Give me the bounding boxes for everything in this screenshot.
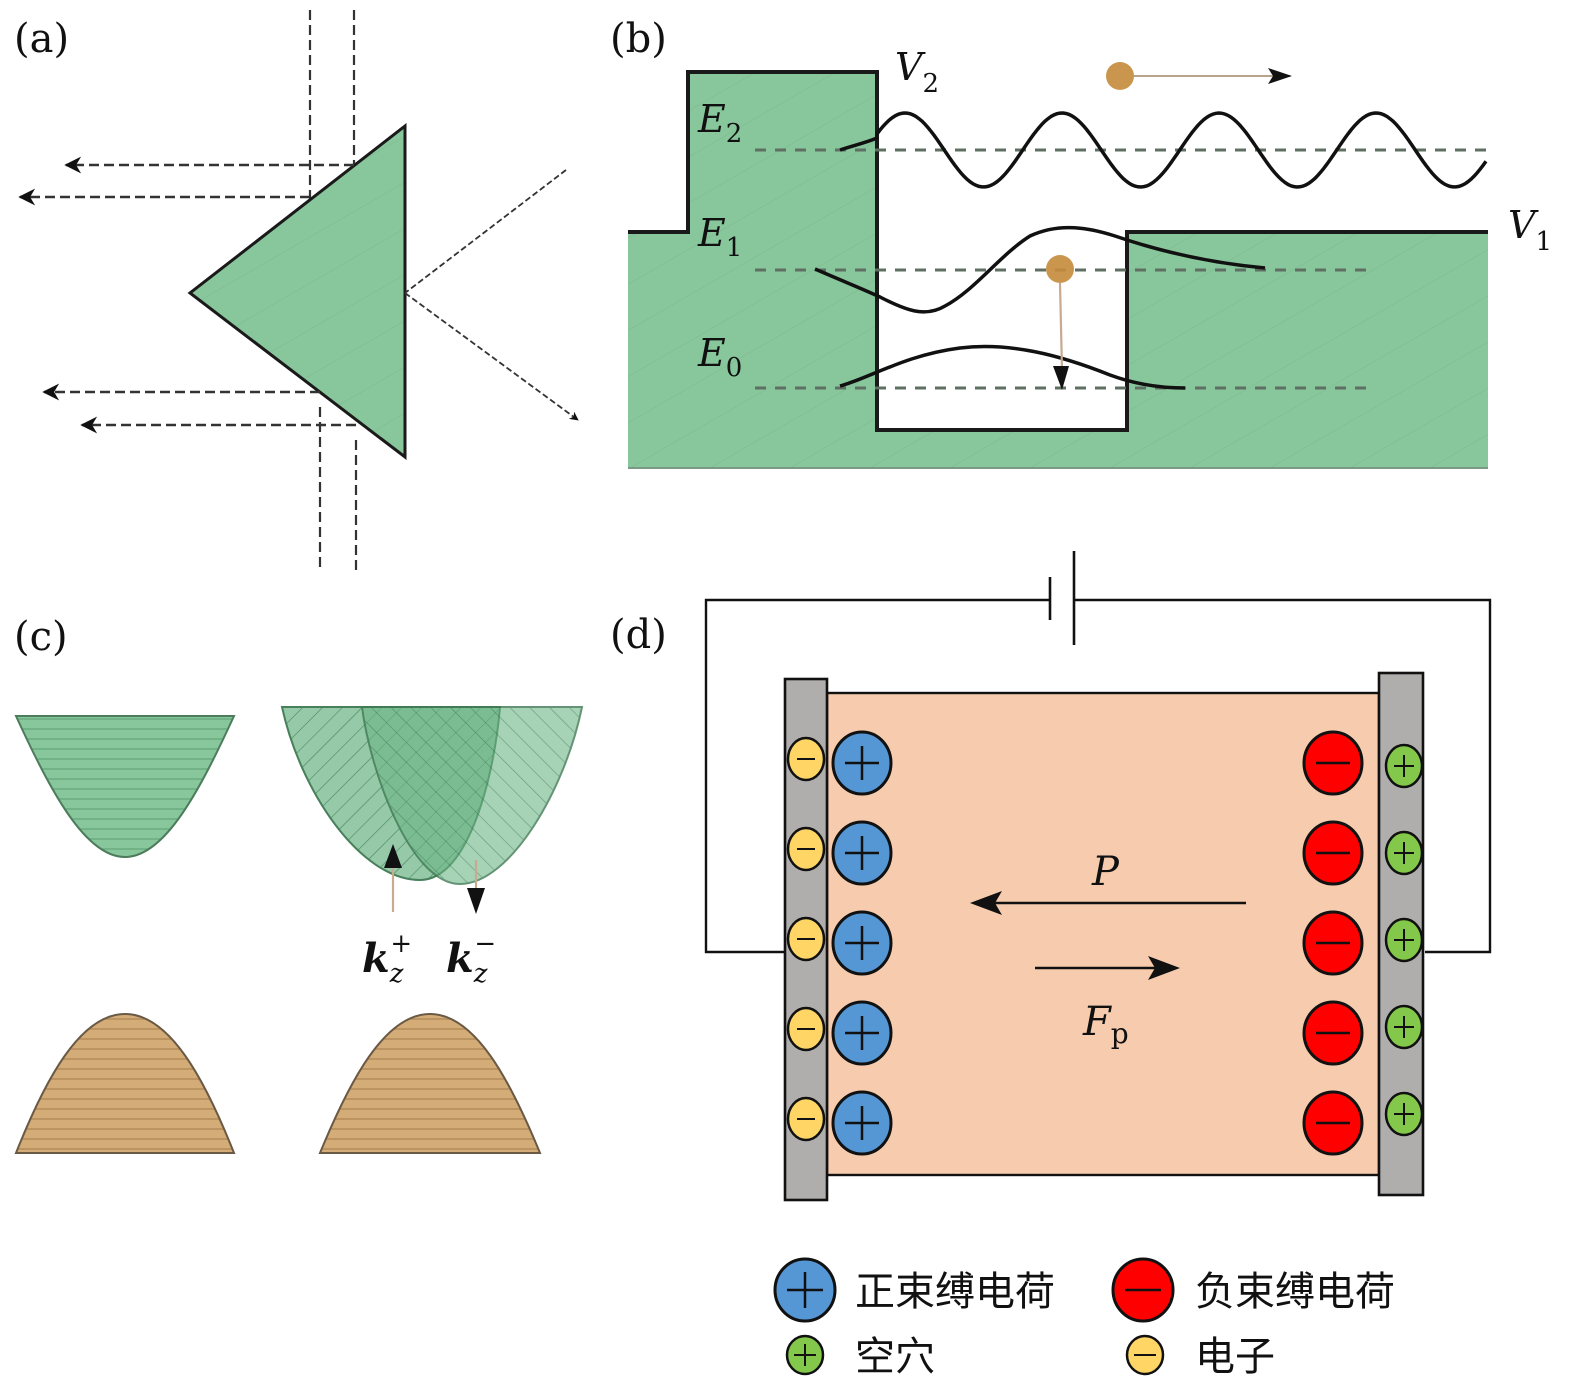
bound-electron [1046,255,1074,283]
panel-a-label: (a) [14,16,69,62]
kz-plus-label: kz+ [362,929,412,989]
circuit-wire [704,598,1492,954]
prism-triangle [187,122,407,461]
panel-d-label: (d) [610,612,667,658]
force-arrowhead [1148,956,1180,980]
polarization-label: P [1091,849,1120,895]
panel-b: (b) E2 E1 E0 V2 V1 [610,16,1552,469]
kz-minus-label: kz− [446,929,496,989]
legend-item-positive-bound: 正束缚电荷 [773,1257,1055,1323]
valence-band-left [14,1012,236,1154]
potential-v2-label: V2 [895,45,939,99]
conduction-band-kz-minus [360,706,584,886]
panel-b-label: (b) [610,16,667,62]
panel-c: (c) kz+ kz− [14,614,584,1154]
ferroelectric-layer [825,691,1381,1177]
legend-item-hole: 空穴 [785,1334,935,1380]
incident-beam [404,169,579,421]
transition-line [1058,282,1064,371]
free-electron-arrowhead [1268,68,1292,84]
wavefunction-e0 [839,344,1186,390]
level-e2-label: E2 [697,97,742,149]
legend-item-negative-bound: 负束缚电荷 [1111,1257,1395,1323]
panel-a: (a) [14,10,579,572]
legend-label-electron: 电子 [1195,1334,1275,1380]
kz-minus-arrowhead [467,888,485,914]
panel-d: (d) P Fp [610,551,1492,1202]
potential-v1-label: V1 [1508,203,1552,257]
reflected-beams [18,156,356,434]
wavefunction-e2 [839,111,1488,189]
legend-label-hole: 空穴 [855,1334,935,1380]
conduction-band-left [14,715,236,859]
free-electron [1106,62,1134,90]
potential-outline [628,70,1488,432]
kz-plus-arrowhead [384,844,402,868]
level-e1-label: E1 [697,211,742,263]
transition-arrowhead [1053,366,1069,390]
panel-c-label: (c) [14,614,68,660]
wavefunction-e1 [814,225,1266,314]
level-e0-label: E0 [697,331,742,383]
charges [786,730,1424,1156]
valence-band-right [318,1012,542,1154]
level-labels: E2 E1 E0 V2 V1 [697,45,1552,383]
force-label: Fp [1082,999,1129,1050]
polarization-arrowhead [970,891,1002,915]
legend-item-electron: 电子 [1125,1334,1275,1380]
legend: 正束缚电荷 负束缚电荷 空穴 电子 [773,1257,1395,1380]
legend-label-positive-bound: 正束缚电荷 [855,1269,1055,1315]
legend-label-negative-bound: 负束缚电荷 [1195,1269,1395,1315]
vertical-beam-lines [308,10,358,572]
potential-region [628,72,1488,468]
